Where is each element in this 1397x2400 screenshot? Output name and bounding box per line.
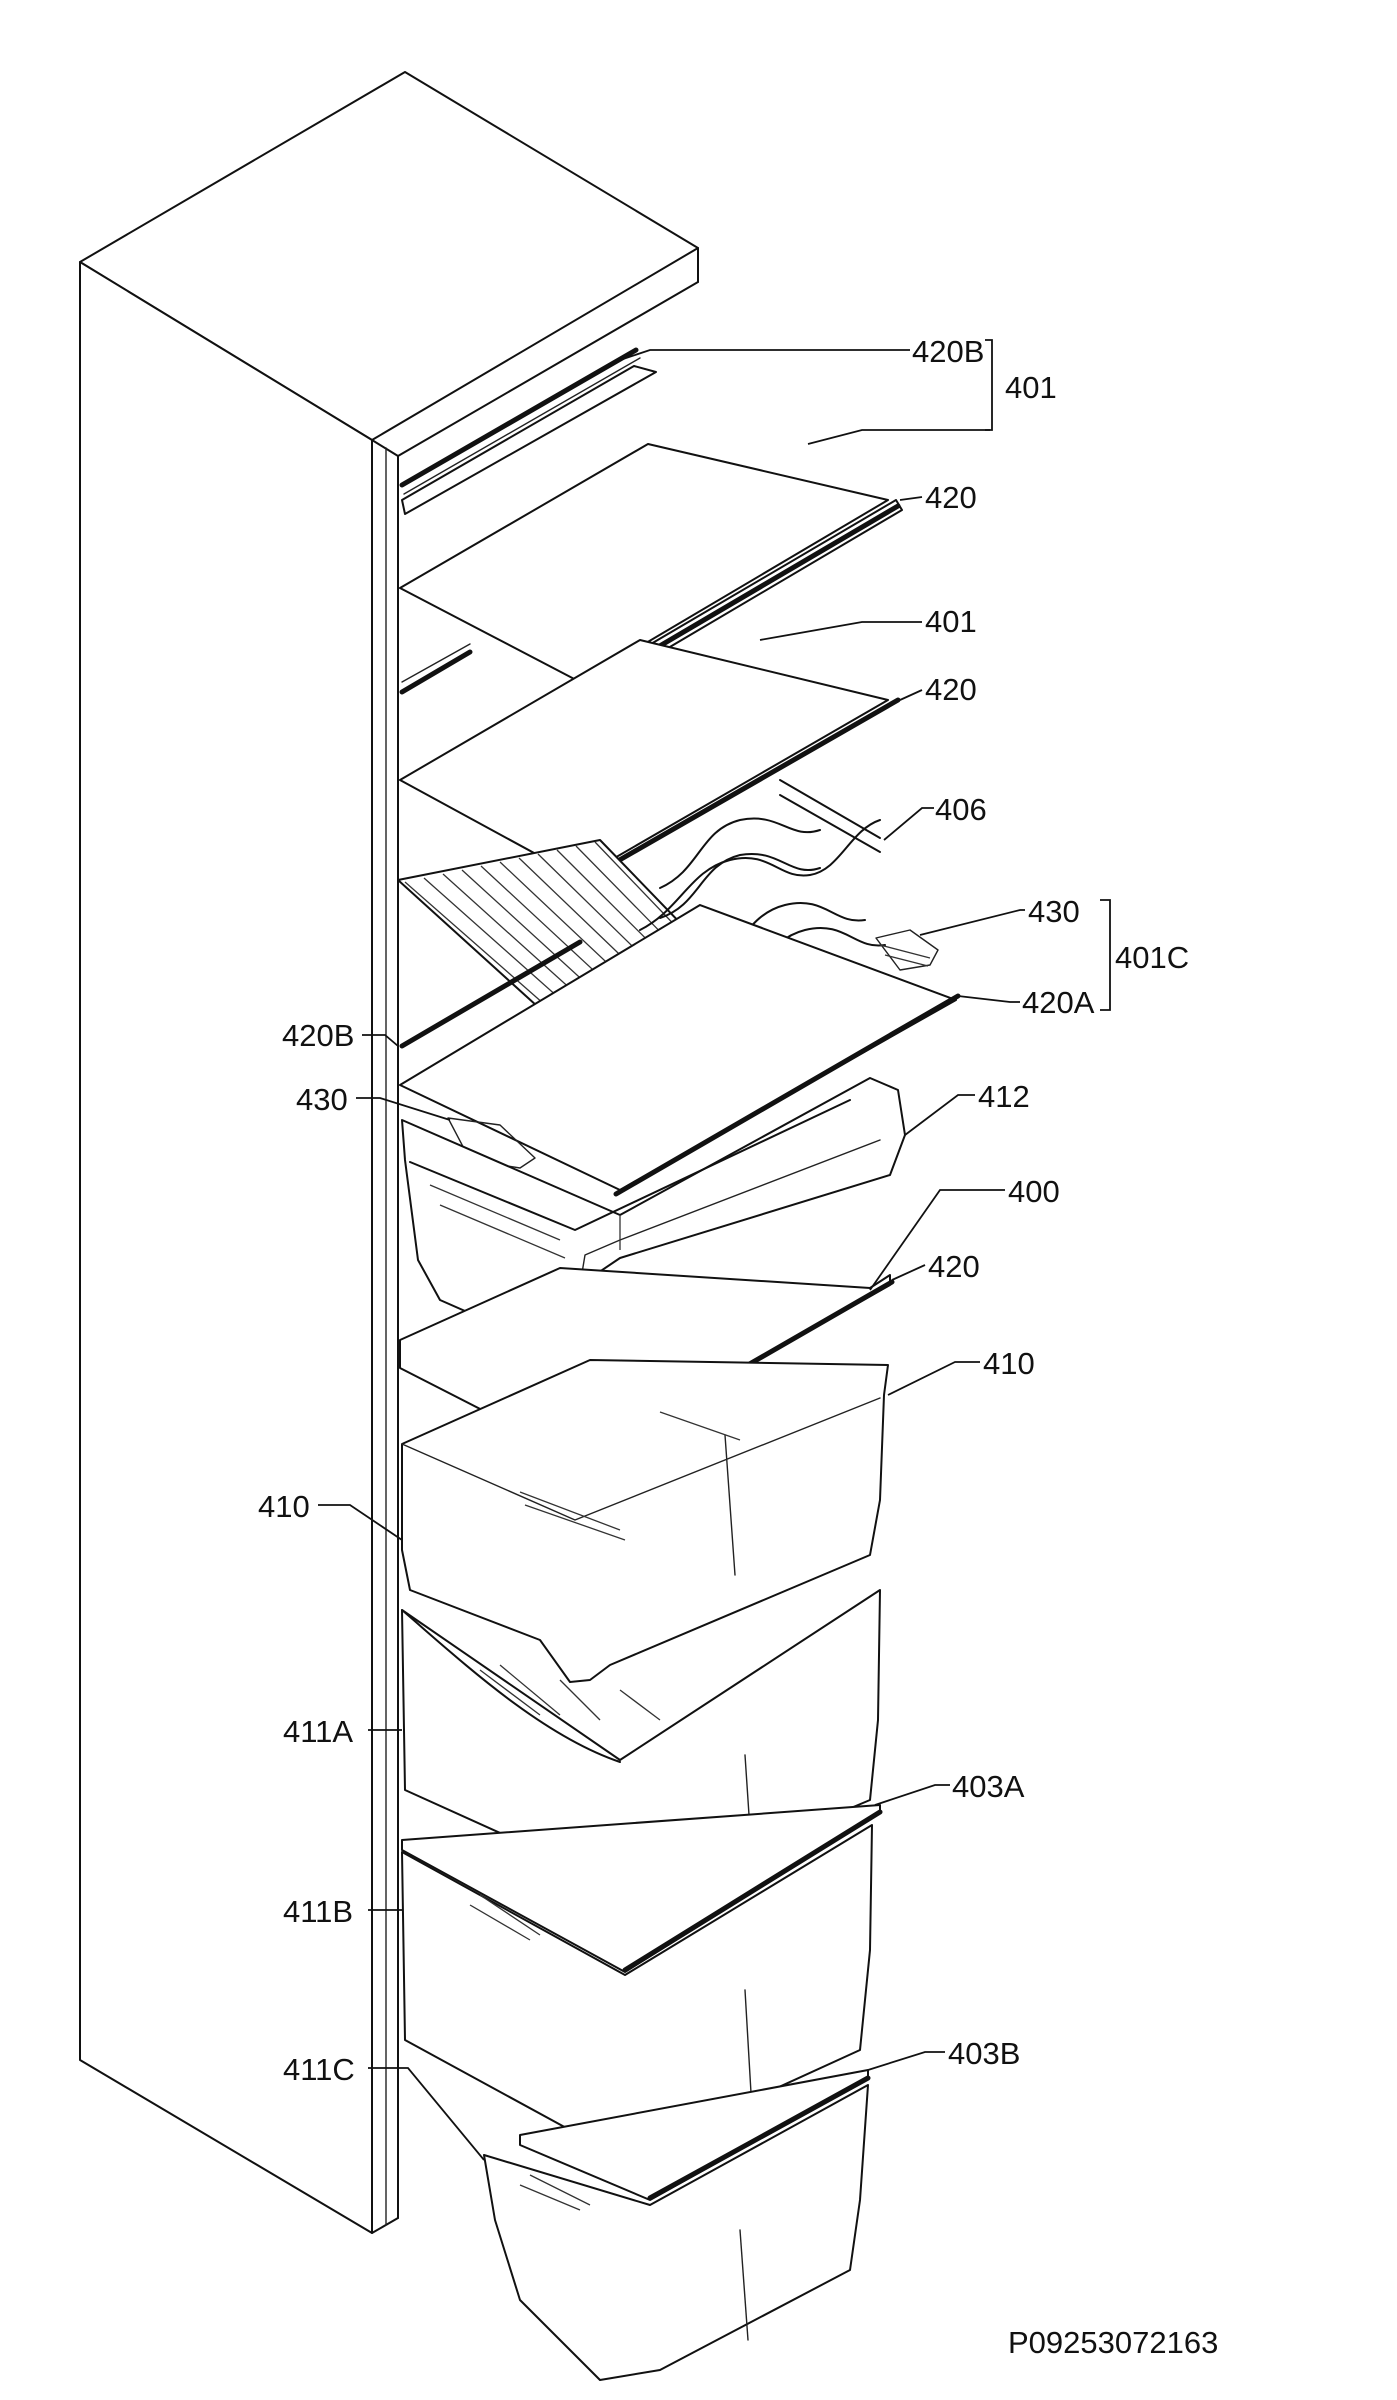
- label-420B-top: 420B: [912, 334, 984, 369]
- label-403B: 403B: [948, 2036, 1020, 2071]
- crisper-drawer-410: [401, 1359, 889, 1683]
- label-412: 412: [978, 1079, 1030, 1114]
- label-411A: 411A: [283, 1714, 353, 1749]
- label-410-left: 410: [258, 1489, 310, 1524]
- label-420-a: 420: [925, 480, 977, 515]
- label-401-top: 401: [1005, 370, 1057, 405]
- label-410-right: 410: [983, 1346, 1035, 1381]
- label-420-c: 420: [928, 1249, 980, 1284]
- freezer-drawer-411C: [483, 2084, 869, 2381]
- leader-lines: [318, 339, 1111, 2161]
- part-labels: 420B 401 420 401 420 406 430 401C 420A 4…: [258, 334, 1189, 2087]
- label-411B: 411B: [283, 1894, 353, 1929]
- label-401C: 401C: [1115, 940, 1189, 975]
- label-430-right: 430: [1028, 894, 1080, 929]
- label-420-b: 420: [925, 672, 977, 707]
- cabinet: [79, 71, 699, 2234]
- document-code: P09253072163: [1008, 2325, 1218, 2360]
- label-411C: 411C: [283, 2052, 355, 2087]
- label-400: 400: [1008, 1174, 1060, 1209]
- freezer-drawer-411B: [401, 1824, 873, 2201]
- label-420A: 420A: [1022, 985, 1095, 1020]
- label-403A: 403A: [952, 1769, 1025, 1804]
- shelf-401-second: [399, 639, 901, 888]
- label-420B-left: 420B: [282, 1018, 354, 1053]
- label-406: 406: [935, 792, 987, 827]
- label-401-b: 401: [925, 604, 977, 639]
- label-430-left: 430: [296, 1082, 348, 1117]
- freezer-drawer-411A: [401, 1589, 883, 1973]
- shelf-401C: [399, 904, 961, 1197]
